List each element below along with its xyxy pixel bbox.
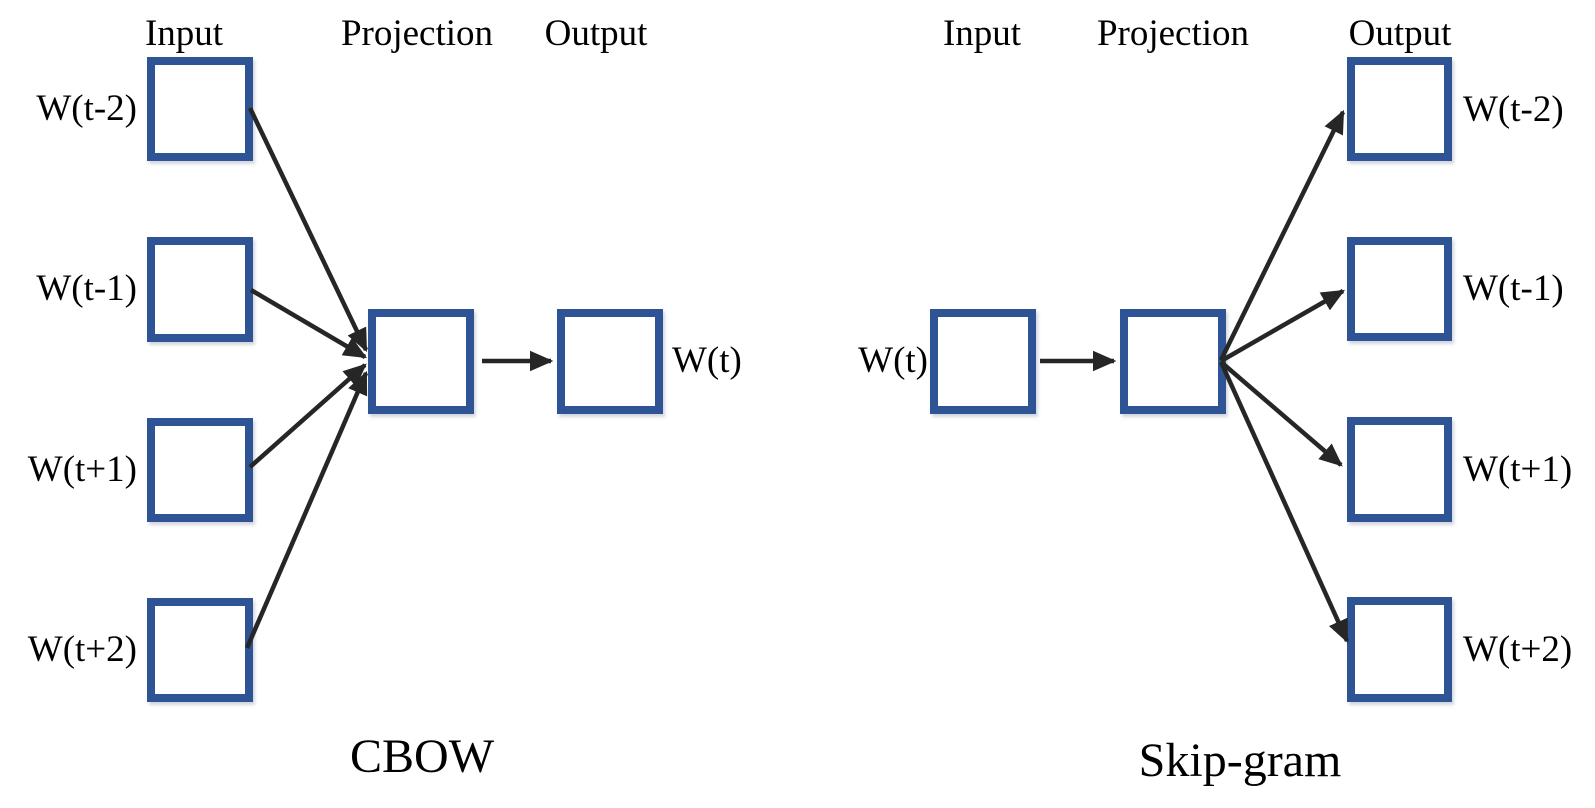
skipgram-output-box-wt+1 [1347, 417, 1452, 522]
cbow-projection-box [368, 309, 474, 414]
skipgram-header-output: Output [1348, 13, 1452, 54]
cbow-arrow-wt+1-to-projection [248, 363, 367, 469]
cbow-target-word-label: W(t) [672, 340, 742, 381]
cbow-input-box-wt-1 [147, 237, 253, 342]
skipgram-output-box-wt-2 [1347, 57, 1452, 161]
cbow-title: CBOW [350, 730, 494, 783]
skipgram-arrow-projection-to-wt-2 [1218, 109, 1346, 361]
cbow-input-box-wt+2 [147, 598, 253, 702]
cbow-header-output: Output [544, 13, 648, 54]
cbow-header-input: Input [144, 13, 224, 54]
cbow-arrow-wt+2-to-projection [244, 370, 369, 649]
cbow-context-word-label-3: W(t+1) [27, 449, 137, 490]
cbow-context-word-label-2: W(t-1) [36, 268, 137, 309]
skipgram-input-box [930, 309, 1036, 414]
cbow-header-projection: Projection [340, 13, 494, 54]
cbow-context-word-label-4: W(t+2) [27, 629, 137, 670]
skipgram-arrow-projection-to-wt-1 [1219, 289, 1346, 363]
skipgram-arrow-projection-to-wt+2 [1218, 361, 1350, 644]
skipgram-context-word-label-1: W(t-2) [1463, 89, 1564, 130]
cbow-arrow-wt-1-to-projection [249, 288, 368, 359]
skipgram-context-word-label-3: W(t+1) [1463, 449, 1573, 490]
skipgram-header-projection: Projection [1096, 13, 1250, 54]
skipgram-arrow-projection-to-wt+1 [1219, 360, 1343, 467]
skipgram-output-box-wt-1 [1347, 237, 1452, 341]
cbow-context-word-label-1: W(t-2) [36, 88, 137, 129]
skipgram-context-word-label-4: W(t+2) [1463, 629, 1573, 670]
skipgram-header-input: Input [942, 13, 1022, 54]
skipgram-title: Skip-gram [1138, 734, 1342, 787]
skipgram-context-word-label-2: W(t-1) [1463, 268, 1564, 309]
cbow-arrow-wt-2-to-projection [247, 107, 369, 353]
cbow-input-box-wt+1 [147, 418, 253, 522]
skipgram-input-word-label: W(t) [858, 340, 928, 381]
skipgram-output-box-wt+2 [1347, 597, 1452, 702]
cbow-output-box [557, 309, 663, 414]
